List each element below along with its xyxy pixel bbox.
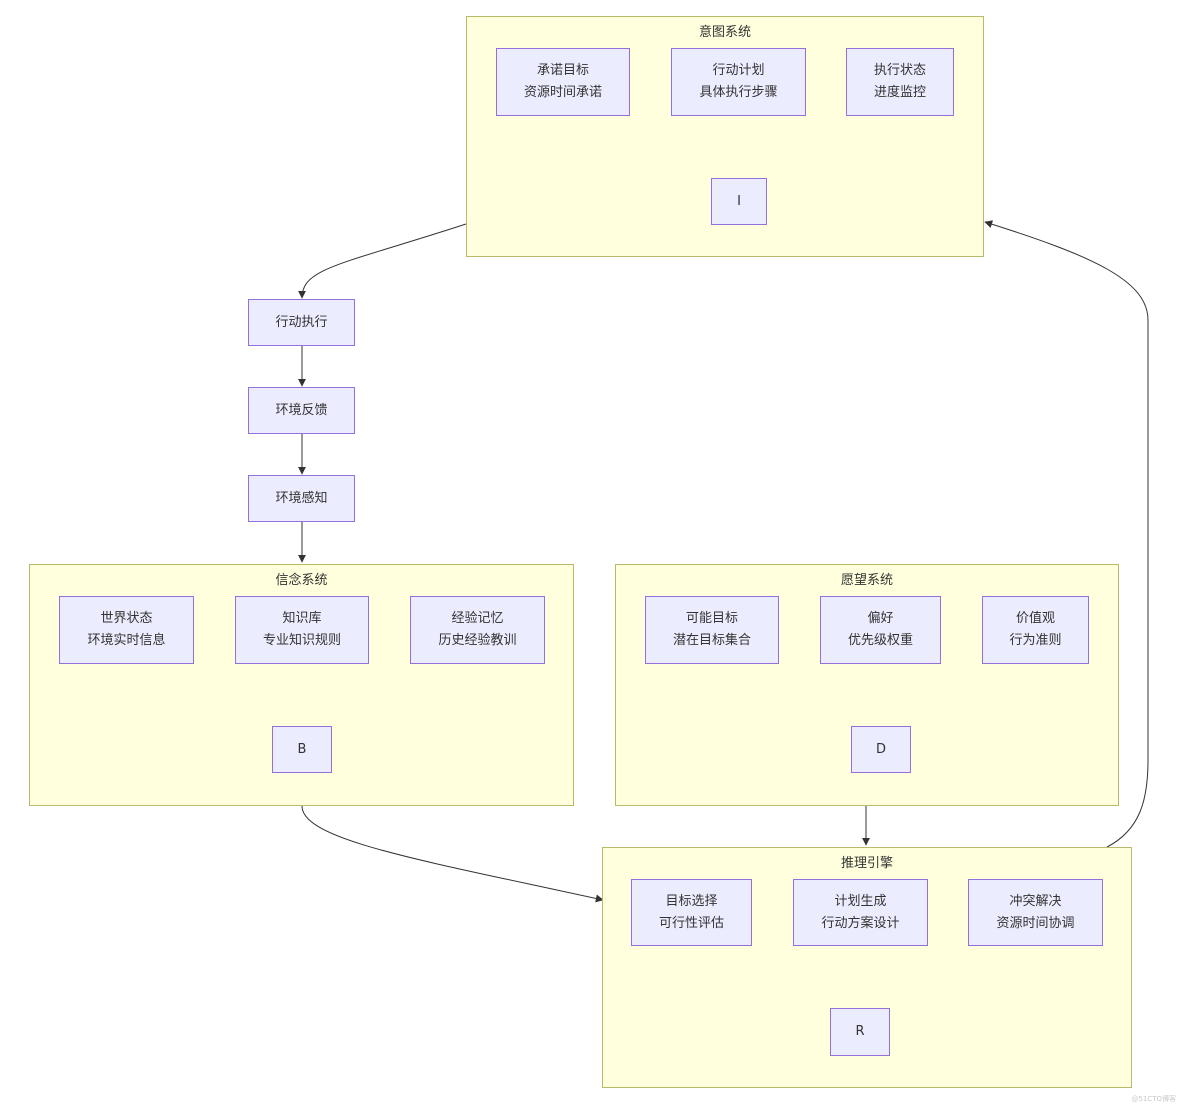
- node-b-label: B: [297, 741, 307, 757]
- node-action-plan: 行动计划 具体执行步骤: [671, 48, 806, 116]
- node-d-label: D: [875, 741, 886, 757]
- node-exec-state: 执行状态 进度监控: [846, 48, 954, 116]
- node-world-state-title: 世界状态: [100, 611, 153, 626]
- node-r: R: [830, 1008, 890, 1056]
- node-exec-state-title: 执行状态: [873, 63, 926, 78]
- node-exec-state-desc: 进度监控: [873, 85, 926, 100]
- node-values-title: 价值观: [1015, 611, 1055, 626]
- node-knowledge-base-title: 知识库: [282, 611, 322, 626]
- node-preference: 偏好 优先级权重: [820, 596, 941, 664]
- node-plan-gen-title: 计划生成: [834, 893, 887, 909]
- node-b: B: [272, 726, 332, 773]
- node-possible-goals: 可能目标 潜在目标集合: [645, 596, 779, 664]
- node-env-perception-label: 环境感知: [275, 490, 328, 506]
- node-i-label: I: [737, 193, 741, 209]
- node-action-exec: 行动执行: [248, 299, 355, 346]
- node-world-state: 世界状态 环境实时信息: [59, 596, 194, 664]
- node-possible-goals-desc: 潜在目标集合: [672, 633, 751, 648]
- node-knowledge-base: 知识库 专业知识规则: [235, 596, 369, 664]
- edge-belief-to-reasoning: [301, 805, 604, 903]
- node-world-state-desc: 环境实时信息: [87, 633, 166, 648]
- node-preference-title: 偏好: [867, 611, 894, 626]
- node-conflict: 冲突解决 资源时间协调: [968, 879, 1103, 946]
- node-plan-gen: 计划生成 行动方案设计: [793, 879, 928, 946]
- node-knowledge-base-desc: 专业知识规则: [262, 633, 341, 648]
- node-env-feedback: 环境反馈: [248, 387, 355, 434]
- node-experience-title: 经验记忆: [451, 611, 504, 626]
- node-goal-select: 目标选择 可行性评估: [631, 879, 752, 946]
- node-env-perception: 环境感知: [248, 475, 355, 522]
- node-possible-goals-title: 可能目标: [685, 611, 738, 626]
- reasoning-engine-title: 推理引擎: [840, 856, 893, 871]
- node-commit-goal: 承诺目标 资源时间承诺: [496, 48, 630, 116]
- node-action-plan-title: 行动计划: [712, 63, 765, 78]
- node-commit-goal-desc: 资源时间承诺: [523, 85, 602, 100]
- belief-system-title: 信念系统: [275, 573, 328, 588]
- node-experience: 经验记忆 历史经验教训: [410, 596, 545, 664]
- node-action-plan-desc: 具体执行步骤: [699, 85, 778, 100]
- node-env-feedback-label: 环境反馈: [275, 402, 328, 418]
- desire-system-title: 愿望系统: [840, 573, 893, 588]
- intent-system-title: 意图系统: [698, 25, 751, 40]
- node-values: 价值观 行为准则: [982, 596, 1089, 664]
- node-goal-select-title: 目标选择: [665, 893, 718, 909]
- node-preference-desc: 优先级权重: [847, 633, 913, 648]
- node-r-label: R: [855, 1024, 865, 1039]
- node-plan-gen-desc: 行动方案设计: [821, 915, 900, 931]
- node-d: D: [851, 726, 911, 773]
- node-action-exec-label: 行动执行: [275, 314, 328, 330]
- node-commit-goal-title: 承诺目标: [536, 63, 589, 78]
- watermark: @51CTO博客: [1131, 1095, 1176, 1103]
- node-experience-desc: 历史经验教训: [438, 633, 517, 648]
- node-conflict-title: 冲突解决: [1009, 893, 1062, 909]
- edge-reasoning-to-intent: [984, 220, 1149, 848]
- node-goal-select-desc: 可行性评估: [658, 915, 724, 931]
- node-i: I: [711, 178, 767, 225]
- node-values-desc: 行为准则: [1009, 633, 1062, 648]
- node-conflict-desc: 资源时间协调: [996, 915, 1075, 931]
- edge-intent-to-action-exec: [298, 223, 467, 299]
